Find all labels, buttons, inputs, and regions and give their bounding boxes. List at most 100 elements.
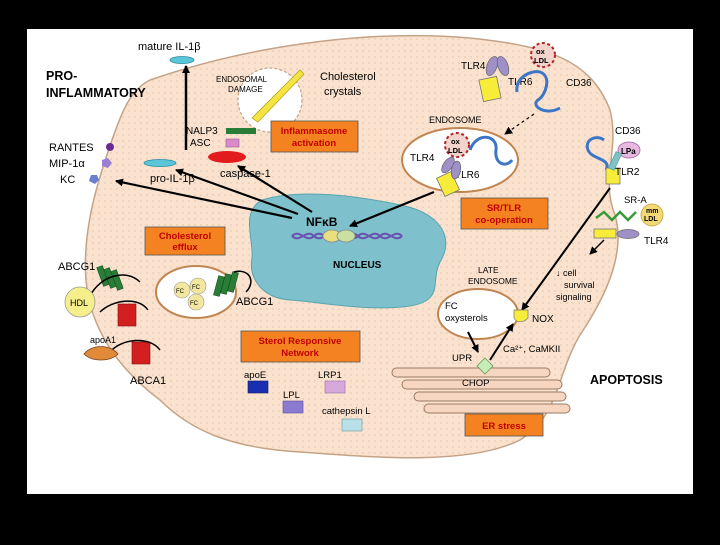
- nalp3-label: NALP3: [186, 126, 218, 137]
- rantes-icon: [106, 143, 114, 151]
- ox-ldl-endo-label-1: ox: [451, 137, 461, 146]
- abca1-loop: [99, 300, 161, 353]
- cd36-top-label: CD36: [566, 78, 592, 89]
- cholesterol-crystal-icon: [251, 69, 305, 123]
- fc-oxysterols-label-2: oxysterols: [445, 313, 488, 324]
- cd36-top-receptor: [515, 70, 561, 113]
- endosome: [401, 127, 519, 193]
- endoplasmic-reticulum: [391, 367, 571, 414]
- inflammasome-box-line-2: activation: [292, 138, 337, 149]
- tlr2-receptor: [608, 151, 622, 171]
- ox-ldl-top-label-1: ox: [536, 47, 546, 56]
- endosomal-damage-label-1: ENDOSOMAL: [216, 75, 268, 84]
- abca1-label: ABCA1: [130, 375, 166, 387]
- nfkb-label: NFκB: [306, 215, 338, 229]
- nfkb-to-chemokines-arrow: [115, 178, 293, 220]
- fc-label-1: FC: [176, 289, 185, 295]
- inflammasome-box-line-1: Inflammasome: [281, 126, 348, 137]
- lpl-icon: [282, 400, 304, 414]
- late-endosome-label-2: ENDOSOME: [468, 276, 518, 286]
- rantes-label: RANTES: [49, 142, 94, 154]
- tlr-to-nfkb-arrow: [349, 190, 435, 228]
- ox-ldl-top-label-2: LDL: [534, 56, 549, 65]
- chop-label: CHOP: [462, 378, 489, 389]
- fc-label-2: FC: [192, 285, 201, 291]
- fc-to-upr-arrow: [467, 331, 479, 353]
- mip1a-icon: [102, 158, 112, 168]
- abcg1-right-loop: [233, 270, 252, 293]
- sr-tlr-box-line-1: SR/TLR: [487, 203, 521, 214]
- tlr4-tlr6-endosome-receptor: [435, 156, 462, 197]
- tlr6-top-label: TLR6: [508, 77, 533, 88]
- er-stress-box: [464, 413, 544, 437]
- caspase1-label: caspase-1: [220, 168, 271, 180]
- mature-il1b-label: mature IL-1β: [138, 41, 201, 53]
- fc-label-3: FC: [190, 301, 199, 307]
- cathepsin-l-icon: [341, 418, 363, 432]
- lrp1-label: LRP1: [318, 370, 342, 381]
- sterol-box-line-2: Network: [281, 348, 319, 359]
- asc-icon: [225, 138, 240, 148]
- apoe-icon: [247, 380, 269, 394]
- nfkb-to-pro-il1b-arrow: [175, 168, 299, 216]
- abca1-transporter: [117, 303, 151, 365]
- cholesterol-efflux-box-line-2: efflux: [172, 242, 198, 253]
- tlr4-tlr6-top-receptor: [478, 56, 510, 103]
- cell-survival-label-1: ↓ cell: [556, 268, 577, 278]
- abcg1-left-label: ABCG1: [58, 261, 95, 273]
- fc-oxysterols-label-1: FC: [445, 301, 458, 312]
- cathepsin-l-label: cathepsin L: [322, 406, 371, 417]
- endosomal-damage-label-2: DAMAGE: [228, 85, 263, 94]
- tlr4-right-yellow-icon: [593, 228, 617, 239]
- sr-a-label: SR-A: [624, 195, 647, 206]
- pro-inflammatory-label-2: INFLAMMATORY: [46, 86, 146, 100]
- cd36-endosome-receptor: [468, 135, 514, 166]
- mm-ldl-label-1: mm: [646, 208, 658, 215]
- upr-to-nox-arrow: [489, 323, 514, 361]
- cd36-right-label: CD36: [615, 126, 641, 137]
- lpl-label: LPL: [283, 390, 300, 401]
- lpa-icon: [617, 141, 641, 159]
- tlr4-right-label: TLR4: [644, 236, 669, 247]
- ox-ldl-top-icon: [530, 42, 556, 68]
- apoa1-label: apoA1: [90, 335, 116, 345]
- nucleus-label: NUCLEUS: [333, 260, 382, 271]
- sr-tlr-cooperation-box: [460, 197, 549, 230]
- asc-label: ASC: [190, 138, 211, 149]
- upr-label: UPR: [452, 353, 472, 364]
- sterol-box-line-1: Sterol Responsive: [259, 336, 342, 347]
- pro-il1b-icon: [143, 159, 177, 167]
- sr-a-receptor: [595, 210, 637, 222]
- mature-il1b-icon: [169, 56, 195, 64]
- abcg1-right-label: ABCG1: [236, 296, 273, 308]
- tlr6-mid-label: TLR6: [455, 170, 480, 181]
- upr-icon: [476, 357, 494, 375]
- ca-camkii-label: Ca²⁺, CaMKII: [503, 344, 560, 355]
- inflammasome-activation-box: [270, 120, 359, 153]
- survival-arrow: [589, 239, 605, 255]
- cholesterol-efflux-box-line-1: Cholesterol: [159, 231, 211, 242]
- cell-survival-label-2: survival: [564, 280, 595, 290]
- cholesterol-crystals-label-2: crystals: [324, 86, 362, 98]
- cholesterol-efflux-box: [144, 226, 226, 256]
- lrp1-icon: [324, 380, 346, 394]
- nfkb-complex-icon: [322, 229, 356, 243]
- lpa-label: LPa: [621, 147, 636, 156]
- mip1a-label: MIP-1α: [49, 158, 85, 170]
- tlr2-to-nox-arrow: [521, 187, 611, 311]
- nucleus: [248, 193, 447, 309]
- abcg1-left-loop: [89, 274, 141, 297]
- sterol-responsive-network-box: [240, 330, 361, 363]
- late-endosome-label-1: LATE: [478, 265, 499, 275]
- hdl-icon: [64, 286, 96, 318]
- nox-label: NOX: [532, 314, 554, 325]
- hdl-label: HDL: [70, 298, 88, 308]
- nalp3-icon: [226, 128, 256, 134]
- apoptosis-label: APOPTOSIS: [590, 373, 663, 387]
- cd36-right-receptor: [585, 136, 609, 171]
- free-cholesterol-icons: [173, 277, 207, 311]
- pro-inflammatory-label-1: PRO-: [46, 69, 77, 83]
- apoe-label: apoE: [244, 370, 266, 381]
